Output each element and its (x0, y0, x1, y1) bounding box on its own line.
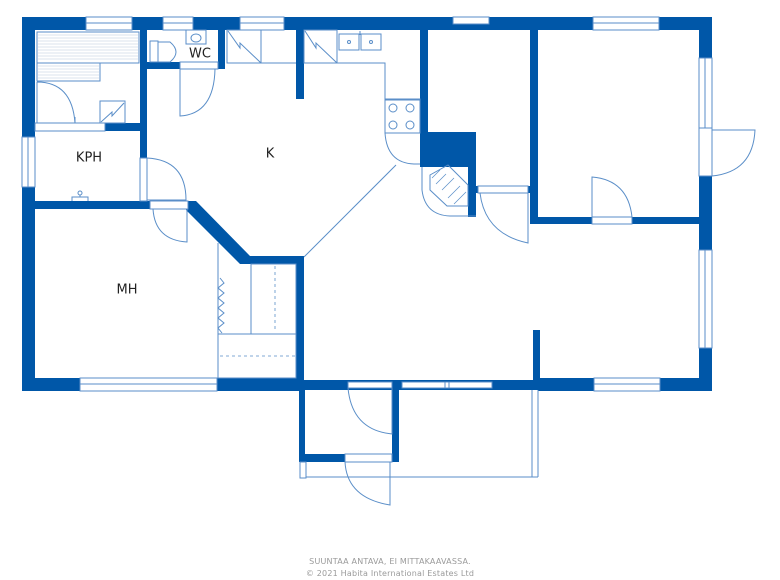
shower-fixture (71, 190, 89, 201)
footer-disclaimer: SUUNTAA ANTAVA, EI MITTAKAAVASSA. (309, 557, 471, 566)
kitchen-cabinets (226, 29, 421, 258)
room-label-k: K (265, 146, 275, 162)
footer-copyright: © 2021 Habita International Estates Ltd (305, 569, 475, 578)
room-label-kph: KPH (75, 150, 103, 166)
wardrobe (217, 243, 297, 379)
sauna-benches (36, 31, 140, 124)
terrace (299, 390, 539, 479)
entry-walls (299, 388, 399, 462)
room-label-mh: MH (116, 282, 138, 298)
fireplace (421, 164, 476, 217)
doors (34, 61, 756, 506)
wc-fixtures (149, 29, 207, 63)
room-label-wc: WC (189, 46, 211, 62)
windows (21, 16, 713, 392)
interior-walls (22, 17, 712, 385)
